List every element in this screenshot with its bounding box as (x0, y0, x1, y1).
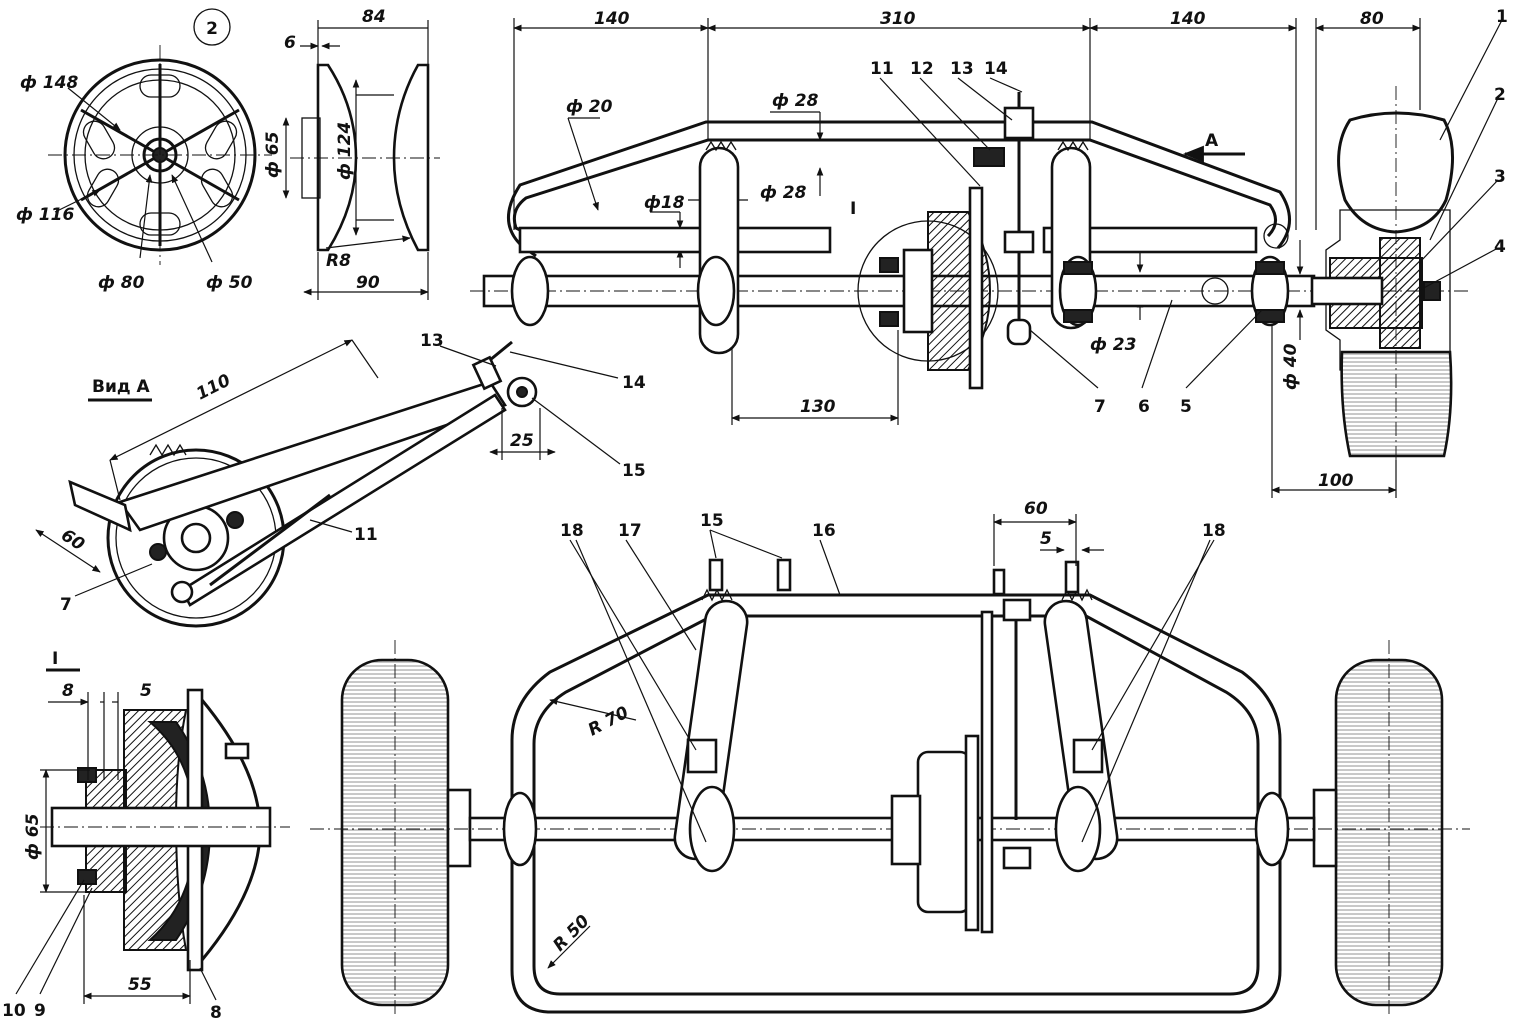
dim-d130: 130 (800, 397, 836, 417)
va-callout-7: 7 (60, 595, 72, 615)
dim-d148: ф 148 (20, 73, 78, 93)
dim-d20: ф 20 (566, 97, 613, 117)
callout-13: 13 (950, 59, 974, 79)
callout-3: 3 (1494, 167, 1506, 187)
dim-d25: 25 (510, 431, 534, 451)
va-callout-14: 14 (622, 373, 646, 393)
plan-brake-drum (916, 750, 972, 914)
tire-section (1337, 111, 1454, 234)
dim-d40: ф 40 (1281, 343, 1301, 390)
dim-p60: 60 (1024, 499, 1048, 519)
dim-w90: 90 (356, 273, 380, 293)
callout-2: 2 (1494, 85, 1506, 105)
dim-s5: 5 (140, 681, 152, 701)
dim-d18: ф18 (644, 193, 685, 213)
part-number-circle (193, 8, 231, 46)
dim-p5: 5 (1040, 529, 1052, 549)
va-callout-11: 11 (354, 525, 378, 545)
dim-w-mid: 310 (880, 9, 916, 29)
si-callout-9: 9 (34, 1001, 46, 1021)
dim-d28a: ф 28 (772, 91, 819, 111)
dim-w-right: 140 (1170, 9, 1206, 29)
callout-1: 1 (1496, 7, 1508, 27)
dim-d80: ф 80 (98, 273, 145, 293)
callout-4: 4 (1494, 237, 1506, 257)
dim-d124: ф 124 (335, 122, 355, 180)
pv-callout-15: 15 (700, 511, 724, 531)
dim-r8: R8 (326, 251, 351, 271)
dim-d23: ф 23 (1090, 335, 1136, 355)
pv-callout-16: 16 (812, 521, 836, 541)
dim-d100: 100 (1318, 471, 1354, 491)
dim-s8: 8 (62, 681, 74, 701)
dim-s65: ф 65 (23, 814, 43, 860)
va-callout-13: 13 (420, 331, 444, 351)
pv-callout-18-right: 18 (1202, 521, 1226, 541)
part-number-2: 2 (206, 19, 218, 39)
si-callout-8: 8 (210, 1003, 222, 1023)
section-mark-i: I (850, 199, 856, 219)
dim-d65: ф 65 (263, 132, 283, 178)
footrest-tube-left (518, 226, 832, 254)
dim-w-hub: 80 (1360, 9, 1384, 29)
callout-7: 7 (1094, 397, 1106, 417)
dim-w-left: 140 (594, 9, 630, 29)
dim-d116: ф 116 (16, 205, 74, 225)
dim-r70: R 70 (585, 703, 632, 741)
dim-w84: 84 (362, 7, 386, 27)
plan-lever-left (673, 599, 749, 861)
dim-d28b: ф 28 (760, 183, 807, 203)
section-i-title: I (52, 649, 58, 669)
dim-w6: 6 (284, 33, 296, 53)
view-a-title: Вид А (92, 377, 151, 397)
dim-r50: R 50 (549, 911, 593, 955)
callout-11: 11 (870, 59, 894, 79)
dim-d110: 110 (193, 370, 234, 404)
top-view-assembly: 140 310 140 80 ф 20 ф 28 ф 28 ф18 ф 23 ф… (470, 7, 1508, 498)
wheel-disc-section: 84 6 ф 65 ф 124 R8 90 (263, 7, 440, 300)
section-i: I 8 5 ф 65 55 (2, 649, 290, 1023)
plan-view: 60 5 R 70 R 50 18 17 15 16 18 (310, 499, 1470, 1015)
dim-s55: 55 (128, 975, 152, 995)
si-callout-10: 10 (2, 1001, 26, 1021)
view-a: Вид А 110 25 (35, 331, 646, 628)
callout-14: 14 (984, 59, 1008, 79)
callout-6: 6 (1138, 397, 1150, 417)
wheel-disc-front-view: ф 148 ф 116 ф 80 ф 50 2 (16, 8, 272, 293)
view-arrow-a: A (1205, 131, 1219, 151)
callout-12: 12 (910, 59, 934, 79)
callout-5: 5 (1180, 397, 1192, 417)
dim-d50: ф 50 (206, 273, 253, 293)
pv-callout-17: 17 (618, 521, 642, 541)
va-callout-15: 15 (622, 461, 646, 481)
plan-lever-right (1043, 599, 1119, 861)
pv-callout-18-left: 18 (560, 521, 584, 541)
dim-d60: 60 (57, 525, 88, 555)
